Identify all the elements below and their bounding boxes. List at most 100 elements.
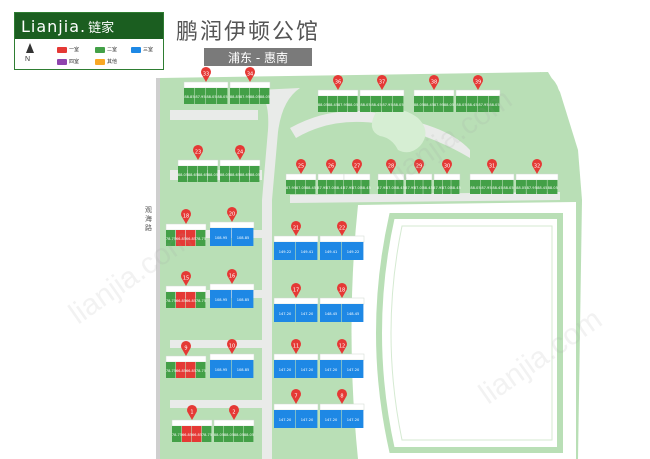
unit-area-label: 147.20 [279, 312, 292, 316]
building-footprint [273, 403, 319, 411]
unit-cell [232, 290, 254, 308]
unit-area-label: 88.05 [444, 103, 454, 107]
unit-cell [274, 360, 296, 378]
unit-cell [208, 166, 218, 182]
unit-area-label: 88.05 [260, 95, 270, 99]
unit-area-label: 88.05 [208, 173, 218, 177]
unit-cell [451, 180, 460, 194]
building-pin-icon [296, 159, 307, 174]
unit-cell [176, 292, 186, 308]
unit-cell [166, 292, 176, 308]
unit-area-label: 147.20 [325, 418, 338, 422]
unit-cell [224, 426, 234, 442]
unit-cell [274, 410, 296, 428]
building-number-label: 34 [247, 72, 253, 78]
building-footprint [229, 81, 271, 89]
unit-cell [328, 96, 338, 112]
building-pin-icon [337, 283, 347, 298]
legend-item-3: 三室 [131, 46, 153, 53]
building-number-label: 32 [534, 164, 540, 170]
unit-cell [296, 180, 306, 194]
building-number-label: 26 [328, 164, 334, 170]
building-pin-icon [181, 209, 192, 224]
brand-name-en: Lianjia. [21, 16, 87, 36]
unit-area-label: 149.41 [325, 250, 338, 254]
building-pin-icon [414, 159, 424, 174]
unit-area-label: 66.85 [192, 433, 202, 437]
unit-area-label: 87.05 [442, 186, 452, 190]
unit-area-label: 87.05 [414, 186, 424, 190]
brand-name-cn: 链家 [88, 20, 115, 36]
unit-area-label: 147.20 [279, 368, 292, 372]
unit-area-label: 78.75 [196, 299, 206, 303]
building-number-label: 23 [195, 150, 201, 156]
building-number-label: 8 [340, 394, 343, 400]
building-pin-icon [193, 145, 203, 160]
unit-area-label: 88.05 [503, 186, 513, 190]
unit-area-label: 78.75 [196, 369, 206, 373]
unit-area-label: 88.05 [414, 103, 424, 107]
unit-cell [244, 426, 254, 442]
unit-area-label: 87.95 [338, 103, 348, 107]
building-number-label: 16 [229, 274, 235, 280]
unit-area-label: 88.05 [178, 173, 188, 177]
building-number-label: 33 [203, 72, 209, 78]
building-pin-icon [326, 159, 336, 174]
building-number-label: 36 [335, 80, 341, 86]
unit-cell [198, 166, 208, 182]
legend-label: 四室 [69, 59, 80, 65]
building-pin-icon [337, 389, 347, 404]
unit-area-label: 147.20 [325, 368, 338, 372]
unit-cell [166, 362, 176, 378]
unit-cell [274, 242, 296, 260]
unit-area-label: 88.05 [250, 95, 260, 99]
building-footprint [319, 235, 365, 243]
unit-area-label: 88.05 [250, 173, 260, 177]
unit-area-label: 88.05 [348, 103, 358, 107]
legend-item-2: 二室 [95, 46, 117, 53]
unit-area-label: 88.45 [467, 103, 477, 107]
building-number-label: 12 [339, 344, 345, 350]
unit-area-label: 87.95 [377, 186, 387, 190]
unit-area-label: 88.05 [360, 103, 370, 107]
building-footprint [413, 89, 455, 97]
building-number-label: 25 [298, 164, 304, 170]
building-pin-icon [291, 220, 301, 236]
unit-cell [360, 96, 371, 112]
unit-cell [296, 242, 318, 260]
unit-area-label: 78.75 [166, 237, 176, 241]
building-footprint [273, 235, 319, 243]
